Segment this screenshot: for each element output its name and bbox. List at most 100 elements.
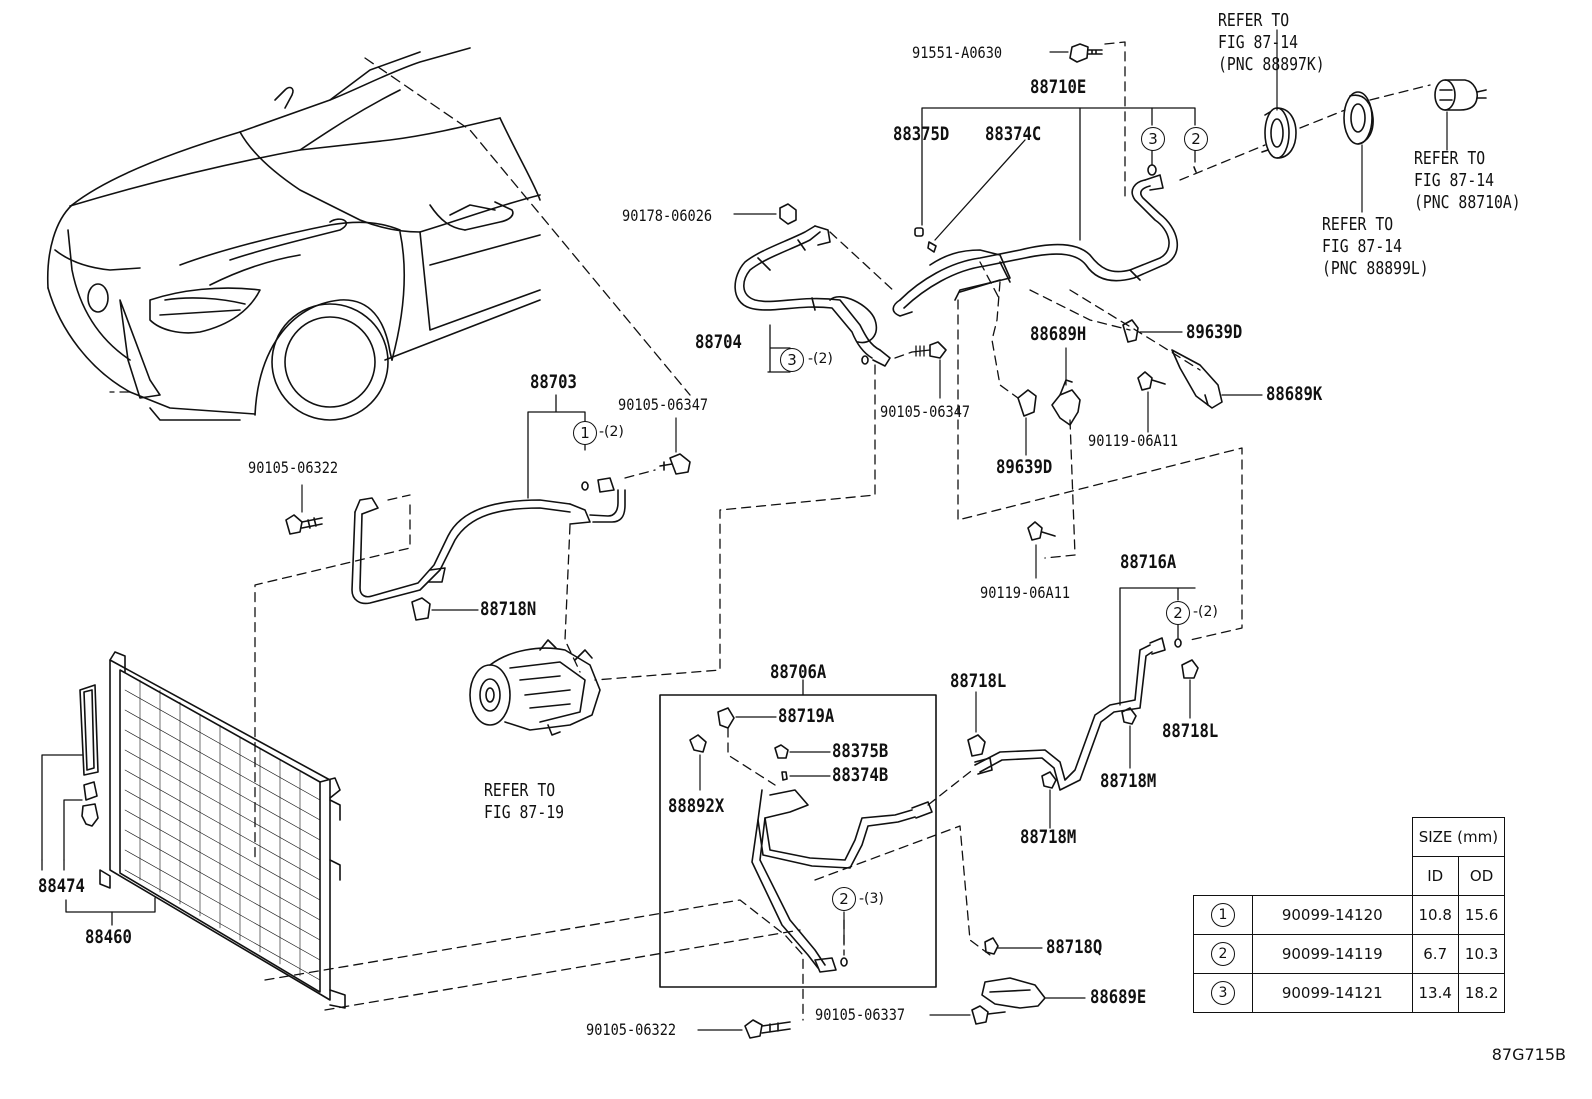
part-label-90105-06347-right: 90105-06347 — [880, 402, 971, 421]
table-mark: 1 — [1211, 903, 1235, 927]
leader-88704 — [594, 231, 913, 681]
part-label-88703: 88703 — [530, 371, 577, 393]
refer-note-fig-87-19: REFER TO FIG 87-19 — [484, 780, 564, 823]
refer-note-88897K: REFER TO FIG 87-14 (PNC 88897K) — [1218, 10, 1325, 75]
callout-circle-1-88703: 1 — [573, 421, 597, 445]
part-label-88716A: 88716A — [1120, 551, 1177, 573]
bolt-90105-06322-left — [285, 514, 323, 535]
part-label-90105-06322-bottom: 90105-06322 — [586, 1020, 677, 1039]
part-label-88474: 88474 — [38, 875, 85, 897]
hose-88703 — [351, 477, 626, 605]
pipe-88716A — [974, 637, 1166, 791]
table-header-od: OD — [1457, 856, 1506, 896]
part-label-88719A: 88719A — [778, 705, 835, 727]
part-label-88718L-right: 88718L — [1162, 720, 1219, 742]
bolt-90105-06322-bottom — [744, 1019, 791, 1039]
clip-88718M-lower — [1041, 771, 1057, 789]
fitting-88719A — [717, 707, 735, 729]
part-label-91551-A0630: 91551-A0630 — [912, 43, 1003, 62]
callout-circle-3-top: 3 — [1141, 127, 1165, 151]
part-label-88689E: 88689E — [1090, 986, 1147, 1008]
o-ring-2 — [1193, 166, 1197, 173]
part-label-88892X: 88892X — [668, 795, 725, 817]
leader-88703 — [254, 469, 656, 861]
desiccant-88474 — [79, 684, 99, 827]
part-label-90105-06347-left: 90105-06347 — [618, 395, 709, 414]
o-ring-88374B — [781, 771, 788, 781]
table-header-size: SIZE (mm) — [1411, 817, 1506, 857]
clip-88718L-right — [1181, 659, 1199, 679]
callout-circle-2-top: 2 — [1184, 127, 1208, 151]
bolt-90105-06347-upper — [929, 341, 947, 359]
part-label-88375B: 88375B — [832, 740, 889, 762]
callout-circle-3-88704: 3 — [780, 348, 804, 372]
table-part-number: 90099-14120 — [1252, 895, 1413, 935]
part-label-88374C: 88374C — [985, 123, 1042, 145]
part-label-88374B: 88374B — [832, 764, 889, 786]
table-id-value: 10.8 — [1411, 895, 1459, 935]
callout-qty-88704: -(2) — [808, 351, 833, 367]
part-label-90105-06337: 90105-06337 — [815, 1005, 906, 1024]
table-od-value: 18.2 — [1457, 973, 1506, 1013]
table-row: 2 90099-14119 6.7 10.3 — [1193, 934, 1506, 974]
bolt-91551-A0630 — [1069, 43, 1103, 63]
part-label-88706A: 88706A — [770, 661, 827, 683]
o-ring-size-table: SIZE (mm) ID OD 1 90099-14120 10.8 15.6 … — [1193, 817, 1506, 1013]
part-label-90105-06322-left: 90105-06322 — [248, 458, 339, 477]
grommet-88899L — [1343, 91, 1374, 145]
table-id-value: 13.4 — [1411, 973, 1459, 1013]
bolt-90105-06337 — [971, 1005, 1006, 1025]
bracket-88689H — [1051, 379, 1081, 426]
bolt-90105-06347-left — [659, 453, 691, 475]
grommet-88897K — [1261, 107, 1297, 159]
bracket-88689K — [1171, 349, 1223, 409]
callout-qty-88703: -(2) — [599, 424, 624, 440]
figure-id: 87G715B — [1491, 1045, 1566, 1064]
part-label-89639D-right: 89639D — [1186, 321, 1243, 343]
clip-89639D-right — [1122, 319, 1139, 343]
o-ring-88374C — [927, 241, 937, 253]
nut-90178-06026 — [779, 203, 797, 225]
part-label-88460: 88460 — [85, 926, 132, 948]
part-label-90119-06A11-upper: 90119-06A11 — [1088, 431, 1179, 450]
car-leader-lines — [109, 57, 691, 396]
bracket-88689E — [981, 977, 1046, 1009]
table-row: 1 90099-14120 10.8 15.6 — [1193, 895, 1506, 935]
table-mark: 3 — [1211, 981, 1235, 1005]
refer-note-88710A: REFER TO FIG 87-14 (PNC 88710A) — [1414, 148, 1521, 213]
clip-88718N — [411, 597, 431, 621]
callout-circle-2-88706A: 2 — [832, 887, 856, 911]
callout-circle-2-88716A: 2 — [1166, 601, 1190, 625]
part-label-88704: 88704 — [695, 331, 742, 353]
table-part-number: 90099-14121 — [1252, 973, 1413, 1013]
part-label-88718M-upper: 88718M — [1100, 770, 1157, 792]
part-label-88718M-lower: 88718M — [1020, 826, 1077, 848]
part-label-89639D-left: 89639D — [996, 456, 1053, 478]
leader-brackets — [957, 281, 1243, 641]
pipe-88710E — [892, 174, 1179, 317]
o-ring-3 — [1147, 164, 1157, 176]
leader-88710E — [921, 107, 1196, 241]
clip-88718M-upper — [1121, 707, 1137, 725]
table-mark: 2 — [1211, 942, 1235, 966]
sensor-88892X — [689, 734, 707, 753]
refer-note-88899L: REFER TO FIG 87-14 (PNC 88899L) — [1322, 214, 1429, 279]
part-label-88375D: 88375D — [893, 123, 950, 145]
table-od-value: 15.6 — [1457, 895, 1506, 935]
callout-qty-88716A: -(2) — [1193, 604, 1218, 620]
part-label-90178-06026: 90178-06026 — [622, 206, 713, 225]
vehicle-illustration — [46, 47, 541, 421]
callout-qty-88706A: -(3) — [859, 891, 884, 907]
condenser-88460 — [99, 651, 346, 1009]
part-label-88689H: 88689H — [1030, 323, 1087, 345]
table-od-value: 10.3 — [1457, 934, 1506, 974]
box-88706A — [659, 694, 937, 988]
cap-88375B — [774, 744, 789, 759]
clip-88718L-left — [967, 734, 986, 757]
part-label-88710E: 88710E — [1030, 76, 1087, 98]
pipe-88706A — [751, 789, 933, 973]
bolt-90119-06A11-lower — [1027, 521, 1056, 541]
table-row: 3 90099-14121 13.4 18.2 — [1193, 973, 1506, 1013]
part-label-88689K: 88689K — [1266, 383, 1323, 405]
